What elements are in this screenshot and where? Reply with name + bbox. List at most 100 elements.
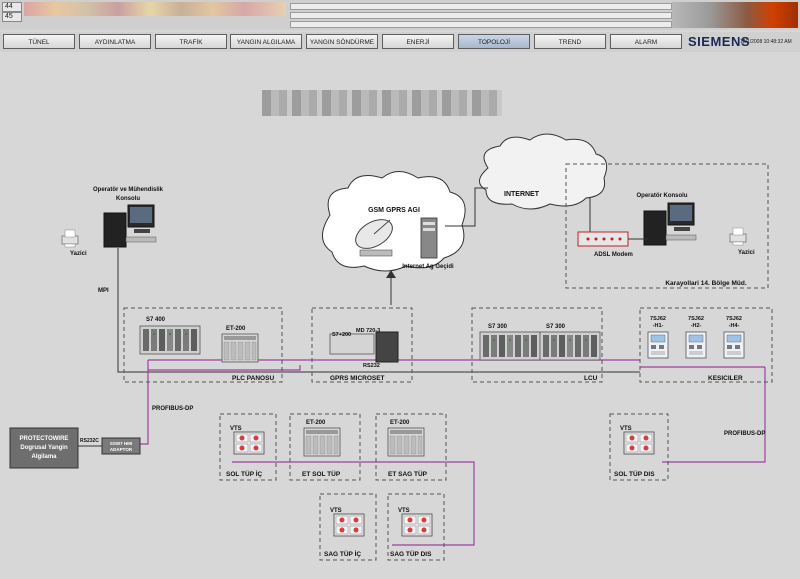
nav-alarm-button[interactable]: ALARM (610, 34, 682, 49)
gprs-modem-unit (375, 331, 399, 363)
et-sag-tup-label: ET SAG TÜP (388, 469, 428, 478)
workstation-right-icon (643, 202, 697, 246)
et200-label: ET-200 (306, 420, 326, 426)
mpi-label: MPI (98, 288, 109, 294)
counter-44: 44 (2, 2, 22, 12)
rs232c-label: RS232C (80, 438, 99, 444)
gsm-gprs-cloud (322, 171, 466, 272)
vts-label: VTS (330, 508, 342, 514)
satellite-dish-icon (355, 219, 393, 257)
arrow-up-icon (386, 270, 396, 278)
plc-panel-box (123, 307, 283, 383)
relay-1-sub: -H1- (653, 323, 664, 329)
nav-topoloji-button[interactable]: TOPOLOJİ (458, 34, 530, 49)
relay-3-sub: -H4- (729, 323, 740, 329)
sol-tup-dis-label: SOL TÜP DIS (614, 469, 655, 478)
gprs-microset-label: GPRS MICROSET (330, 375, 385, 382)
kesiciler-label: KESICILER (708, 375, 743, 382)
printer-right-icon (729, 227, 747, 246)
et200-plc-unit (221, 333, 259, 363)
gprs-box (311, 307, 413, 383)
adaptor-label-2: ADAPTOR (110, 447, 133, 452)
relay-2-sub: -H2- (691, 323, 702, 329)
main-nav: TÜNEL AYDINLATMA TRAFİK YANGIN ALGILAMA … (0, 32, 800, 52)
op-left-label-1: Operatör ve Mühendislik (93, 187, 164, 193)
gateway-server-icon (420, 217, 438, 259)
printer-icon (61, 229, 79, 248)
gateway-label: Internet Ag Geçidi (402, 264, 454, 270)
vts-label: VTS (620, 426, 632, 432)
sol-tup-ic-label: SOL TÜP İÇ (226, 469, 263, 478)
page-title (262, 90, 502, 116)
sag-tup-ic-group: VTS SAG TÜP İÇ (319, 493, 377, 561)
counter-45: 45 (2, 12, 22, 22)
nav-tunel-button[interactable]: TÜNEL (3, 34, 75, 49)
relay-1-label: 7SJ62 (650, 316, 666, 322)
gprs-s7-label: S7+200 (332, 332, 351, 338)
sag-tup-dis-group: VTS SAG TÜP DIS (387, 493, 445, 561)
sol-tup-dis-group: VTS SOL TÜP DIS (609, 413, 669, 481)
relay-1-unit (647, 331, 669, 359)
relay-3-label: 7SJ62 (726, 316, 742, 322)
internet-cloud (479, 133, 608, 210)
nav-enerji-button[interactable]: ENERJİ (382, 34, 454, 49)
gsm-label: GSM GPRS AGI (368, 207, 420, 214)
nav-trend-button[interactable]: TREND (534, 34, 606, 49)
status-line-2 (290, 12, 672, 19)
adaptor-label-1: SSW7 HMI (110, 441, 132, 446)
et200-label: ET-200 (390, 420, 410, 426)
protectowire-line-2: Dogrusal Yangin (20, 445, 68, 451)
printer-left-label: Yazici (70, 251, 87, 257)
et-sol-tup-group: ET-200 ET SOL TÜP (289, 413, 361, 481)
sol-tup-ic-group: VTS SOL TÜP İÇ (219, 413, 277, 481)
workstation-icon (103, 204, 157, 248)
region-label: Karayollari 14. Bölge Müd. (665, 280, 746, 287)
lcu-rack-a (479, 331, 541, 361)
lcu-s7-300-a-label: S7 300 (488, 324, 508, 330)
lcu-label: LCU (584, 375, 598, 382)
s7-400-label: S7 400 (146, 317, 166, 323)
adaptor-box (101, 437, 141, 455)
op-left-label-2: Konsolu (116, 196, 140, 202)
nav-aydinlatma-button[interactable]: AYDINLATMA (79, 34, 151, 49)
et-sag-tup-group: ET-200 ET SAG TÜP (375, 413, 447, 481)
status-strip (24, 2, 286, 16)
protectowire-box (9, 427, 79, 469)
et-sol-tup-label: ET SOL TÜP (302, 469, 341, 478)
nav-trafik-button[interactable]: TRAFİK (155, 34, 227, 49)
relay-3-unit (723, 331, 745, 359)
op-right-label: Operatör Konsolu (636, 193, 687, 199)
lcu-rack-b (539, 331, 601, 361)
adsl-modem-icon (577, 231, 629, 247)
clock-readout: 12/1/2008 10:48:32 AM (740, 39, 792, 45)
protectowire-line-3: Algilama (31, 454, 57, 460)
lcu-s7-300-b-label: S7 300 (546, 324, 566, 330)
plc-panel-label: PLC PANOSU (232, 375, 274, 382)
vts-label: VTS (230, 426, 242, 432)
region-box (565, 163, 769, 289)
printer-right-label: Yazici (738, 250, 755, 256)
et200-plc-label: ET-200 (226, 326, 246, 332)
relay-2-label: 7SJ62 (688, 316, 704, 322)
top-status-bar: 44 45 (0, 0, 800, 30)
relay-2-unit (685, 331, 707, 359)
profibus-right-label: PROFIBUS-DP (724, 431, 765, 437)
protectowire-title: PROTECTOWIRE (20, 436, 69, 442)
status-line-1 (290, 3, 672, 10)
nav-yangin-sondurme-button[interactable]: YANGIN SÖNDÜRME (306, 34, 378, 49)
s7-400-rack (139, 325, 201, 355)
nav-yangin-algilama-button[interactable]: YANGIN ALGILAMA (230, 34, 302, 49)
sag-tup-ic-label: SAG TÜP İÇ (324, 549, 361, 558)
internet-label: INTERNET (504, 191, 540, 198)
siemens-logo: SIEMENS (688, 34, 751, 49)
lcu-box (471, 307, 603, 383)
status-line-3 (290, 21, 672, 28)
gprs-md-label: MD 720-3 (356, 328, 380, 334)
gprs-plc-unit (329, 333, 375, 355)
modem-label: ADSL Modem (594, 252, 633, 258)
profibus-left-label: PROFIBUS-DP (152, 406, 193, 412)
gprs-rs232-label: RS232 (363, 363, 380, 369)
alarm-indicator-panel (672, 2, 798, 28)
vts-label: VTS (398, 508, 410, 514)
